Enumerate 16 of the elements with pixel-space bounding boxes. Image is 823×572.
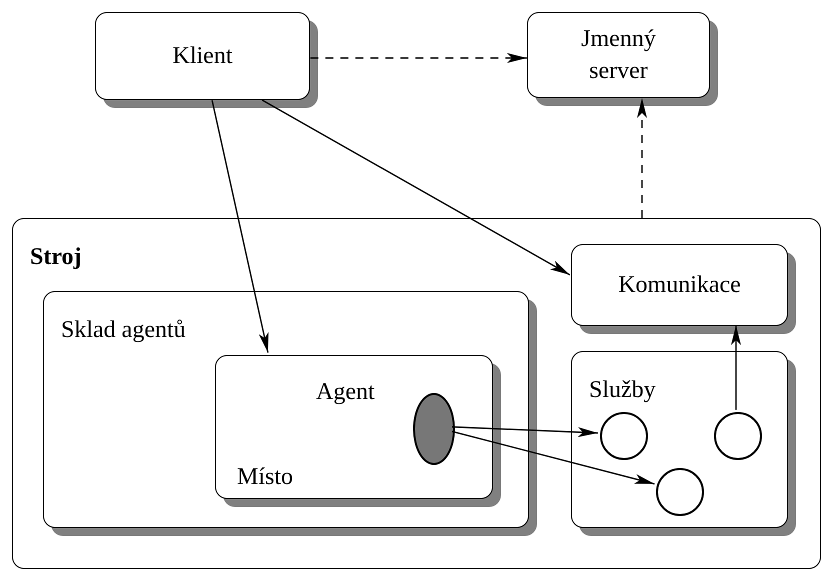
node-label: Sklad agentů <box>61 316 186 345</box>
arrow <box>452 426 598 438</box>
node-label: Místo <box>237 463 294 492</box>
arrow <box>211 100 269 353</box>
rounded-box <box>12 218 821 569</box>
node-label: Stroj <box>30 243 82 272</box>
node-label: Komunikace <box>618 271 741 300</box>
node-label: Jmenný server <box>580 25 657 86</box>
node-label: Služby <box>589 376 656 405</box>
arrow <box>731 325 741 410</box>
arrow <box>262 99 570 276</box>
arrow <box>310 53 527 63</box>
node-label: Agent <box>316 378 375 407</box>
arrow <box>452 430 655 485</box>
node-label: Klient <box>172 42 232 71</box>
arrow <box>637 98 647 218</box>
